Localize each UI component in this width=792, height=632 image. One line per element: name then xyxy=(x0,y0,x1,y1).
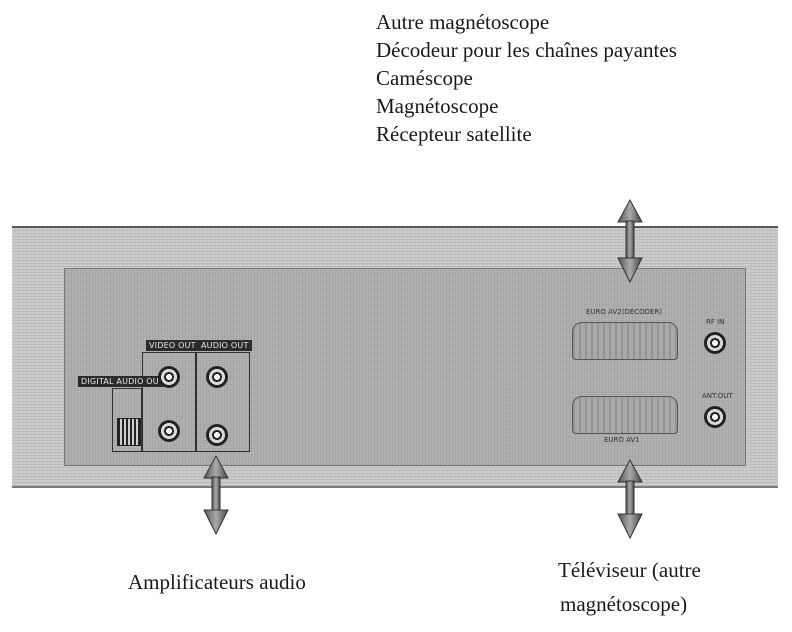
ant-out-connector xyxy=(704,406,726,428)
audio-out-left-jack xyxy=(206,366,228,388)
rf-in-label: RF IN xyxy=(706,318,725,326)
device-label: Caméscope xyxy=(376,66,473,90)
device-label: Décodeur pour les chaînes payantes xyxy=(376,38,677,62)
digital-audio-out-box xyxy=(112,388,142,452)
device-label: Récepteur satellite xyxy=(376,122,532,146)
euro-av2-scart xyxy=(572,322,678,360)
ant-out-label: ANT.OUT xyxy=(702,392,733,400)
rf-in-connector xyxy=(704,332,726,354)
connected-devices-list: Autre magnétoscope Décodeur pour les cha… xyxy=(376,8,677,148)
audio-amplifiers-caption: Amplificateurs audio xyxy=(128,570,306,594)
digital-audio-out-label: DIGITAL AUDIO OUT xyxy=(78,376,167,387)
optical-digital-out-port xyxy=(117,418,141,446)
device-label: Magnétoscope xyxy=(376,94,499,118)
svideo-jack xyxy=(158,420,180,442)
audio-out-box xyxy=(196,352,250,452)
tv-caption-line1: Téléviseur (autre xyxy=(558,558,701,582)
audio-out-right-jack xyxy=(206,424,228,446)
euro-av1-scart xyxy=(572,396,678,434)
tv-caption-line2: magnétoscope) xyxy=(560,592,688,616)
video-out-jack xyxy=(158,366,180,388)
audio-out-label: AUDIO OUT xyxy=(198,340,252,351)
video-out-label: VIDEO OUT xyxy=(146,340,199,351)
euro-av2-label: EURO AV2(DECODER) xyxy=(586,308,663,316)
euro-av1-label: EURO AV1 xyxy=(604,436,640,444)
device-label: Autre magnétoscope xyxy=(376,10,550,34)
video-out-box xyxy=(142,352,196,452)
